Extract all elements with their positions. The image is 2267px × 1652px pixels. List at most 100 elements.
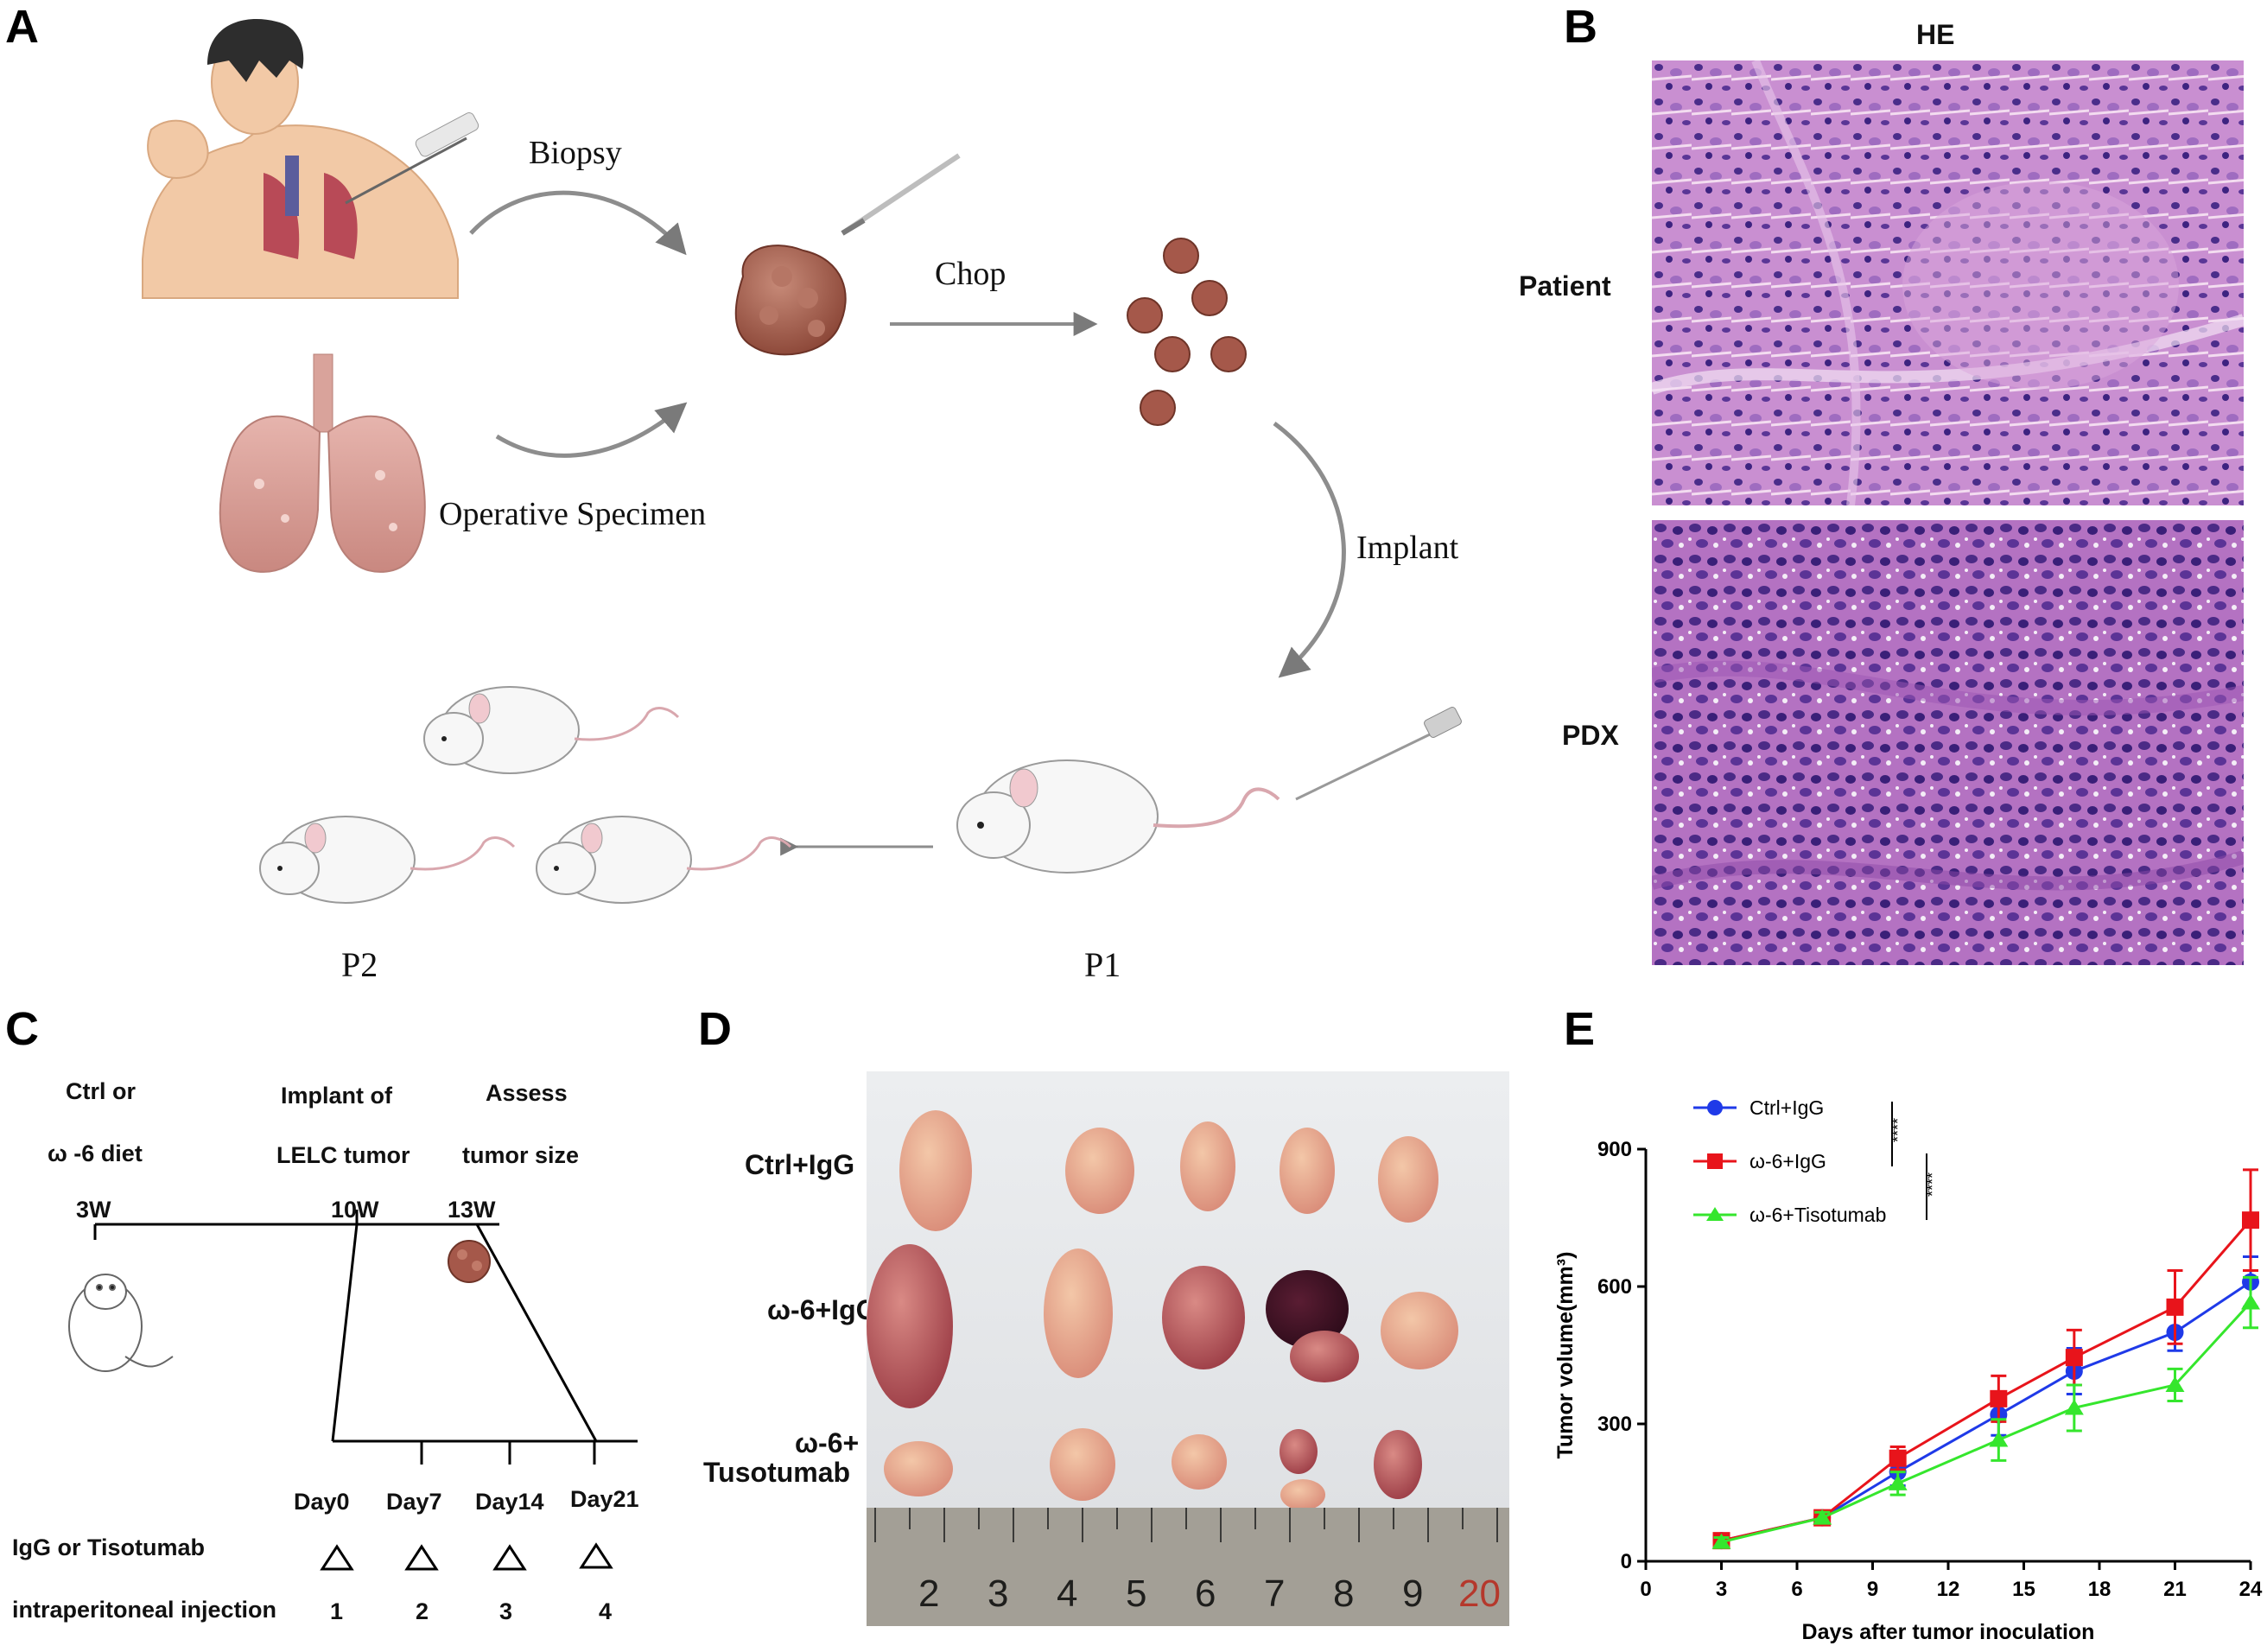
y-tick-label: 300: [1597, 1413, 1632, 1436]
data-point: [2065, 1349, 2083, 1367]
p2-label: P2: [341, 945, 378, 984]
row-label-ctrl-igg: Ctrl+IgG: [745, 1149, 855, 1180]
timepoint-3w: 3W: [76, 1197, 111, 1223]
data-point: [2242, 1211, 2259, 1229]
biopsy-arrow: [469, 190, 687, 256]
ruler-number: 7: [1264, 1573, 1286, 1615]
timepoint-13w: 13W: [448, 1197, 496, 1223]
implant-label-line2: LELC tumor: [276, 1142, 410, 1168]
data-point: [2166, 1298, 2184, 1316]
ruler-number: 5: [1126, 1573, 1147, 1615]
assess-label-line2: tumor size: [462, 1142, 580, 1168]
operative-specimen-label: Operative Specimen: [439, 496, 707, 532]
x-tick-label: 3: [1716, 1578, 1727, 1601]
ruler-number: 6: [1195, 1573, 1216, 1615]
panel-a-schematic: [142, 19, 1462, 904]
day-21-label: Day21: [570, 1486, 639, 1512]
legend-label: ω-6+Tisotumab: [1749, 1204, 1886, 1226]
panel-label-d: D: [698, 1003, 732, 1055]
injection-number-2: 2: [416, 1598, 429, 1624]
p1-label: P1: [1084, 945, 1121, 984]
tumor-photo: [867, 1071, 1509, 1626]
day-0-label: Day0: [294, 1489, 350, 1515]
ruler-number: 9: [1402, 1573, 1424, 1615]
ruler-number: 8: [1333, 1573, 1355, 1615]
diet-label-line1: Ctrl or: [66, 1078, 136, 1104]
series-line: [1721, 1280, 2251, 1542]
row-label-w6-igg: ω-6+IgG: [767, 1294, 878, 1325]
data-point: [2064, 1399, 2084, 1415]
significance-stars: ****: [1889, 1118, 1907, 1142]
ruler-number: 20: [1458, 1573, 1501, 1615]
chop-label: Chop: [935, 256, 1006, 292]
x-tick-label: 24: [2239, 1578, 2263, 1601]
specimen-arrow: [495, 402, 688, 458]
data-point: [2165, 1376, 2185, 1392]
tumor-small-icon: [448, 1240, 491, 1283]
biopsy-label: Biopsy: [529, 135, 622, 171]
tumor-illustration: [734, 153, 961, 356]
mouse-p2-top: [423, 686, 680, 774]
y-axis-label: Tumor volume(mm³): [1553, 1252, 1578, 1459]
y-tick-label: 0: [1621, 1550, 1632, 1573]
data-point: [1990, 1389, 2008, 1407]
data-point: [1989, 1431, 2009, 1447]
legend-marker: [1707, 1153, 1723, 1169]
diet-label-line2: ω -6 diet: [48, 1141, 143, 1166]
panel-label-a: A: [5, 1, 39, 53]
data-point: [1813, 1509, 1832, 1525]
he-header: HE: [1916, 19, 1955, 50]
day-7-label: Day7: [386, 1489, 442, 1515]
injection-markers: [320, 1542, 613, 1571]
y-tick-label: 900: [1597, 1138, 1632, 1161]
x-tick-label: 15: [2012, 1578, 2035, 1601]
legend-label: ω-6+IgG: [1749, 1150, 1826, 1172]
patient-row-label: Patient: [1519, 270, 1611, 302]
implant-label: Implant: [1356, 530, 1459, 566]
x-tick-label: 21: [2163, 1578, 2187, 1601]
panel-label-c: C: [5, 1003, 39, 1055]
legend-marker: [1707, 1100, 1723, 1115]
panel-c-timeline: [68, 1210, 638, 1571]
x-tick-label: 18: [2088, 1578, 2111, 1601]
ruler-numbers: 2 3 4 5 6 7 8 9 20: [867, 1573, 1509, 1624]
patient-illustration: [142, 19, 479, 299]
x-tick-label: 0: [1640, 1578, 1651, 1601]
mouse-p1: [956, 759, 1280, 874]
significance-stars: ****: [1924, 1172, 1941, 1197]
row-label-w6-tuso-line1: ω-6+: [795, 1427, 860, 1458]
data-point: [2241, 1293, 2260, 1310]
x-tick-label: 6: [1791, 1578, 1802, 1601]
ruler-number: 4: [1057, 1573, 1078, 1615]
data-point: [1888, 1474, 1908, 1490]
series-line: [1721, 1219, 2252, 1542]
mouse-lineart-icon: [68, 1274, 174, 1372]
panel-label-e: E: [1564, 1003, 1596, 1055]
x-tick-label: 9: [1867, 1578, 1878, 1601]
timepoint-10w: 10W: [331, 1197, 379, 1223]
injection-number-3: 3: [499, 1598, 513, 1624]
implant-arrow: [1273, 421, 1346, 678]
data-point: [1889, 1449, 1907, 1467]
panel-label-b: B: [1564, 1, 1597, 53]
mouse-p2-left: [259, 816, 516, 904]
mouse-p2-right: [536, 816, 792, 904]
histology-pdx-image: [1652, 520, 2244, 965]
y-tick-label: 600: [1597, 1275, 1632, 1299]
injection-agent-label: IgG or Tisotumab: [12, 1534, 206, 1560]
injection-number-1: 1: [330, 1598, 344, 1624]
ruler-number: 2: [918, 1573, 940, 1615]
day-14-label: Day14: [475, 1489, 544, 1515]
implant-label-line1: Implant of: [281, 1083, 392, 1109]
syringe-illustration: [1295, 706, 1462, 801]
pdx-row-label: PDX: [1562, 720, 1619, 751]
ruler-number: 3: [987, 1573, 1009, 1615]
x-axis-label: Days after tumor inoculation: [1802, 1620, 2095, 1644]
x-tick-label: 12: [1937, 1578, 1960, 1601]
data-point: [1711, 1533, 1731, 1549]
legend-label: Ctrl+IgG: [1749, 1096, 1824, 1119]
route-label: intraperitoneal injection: [12, 1597, 277, 1623]
row-label-w6-tuso-line2: Tusotumab: [703, 1457, 851, 1488]
tumor-fragments: [1127, 238, 1247, 426]
